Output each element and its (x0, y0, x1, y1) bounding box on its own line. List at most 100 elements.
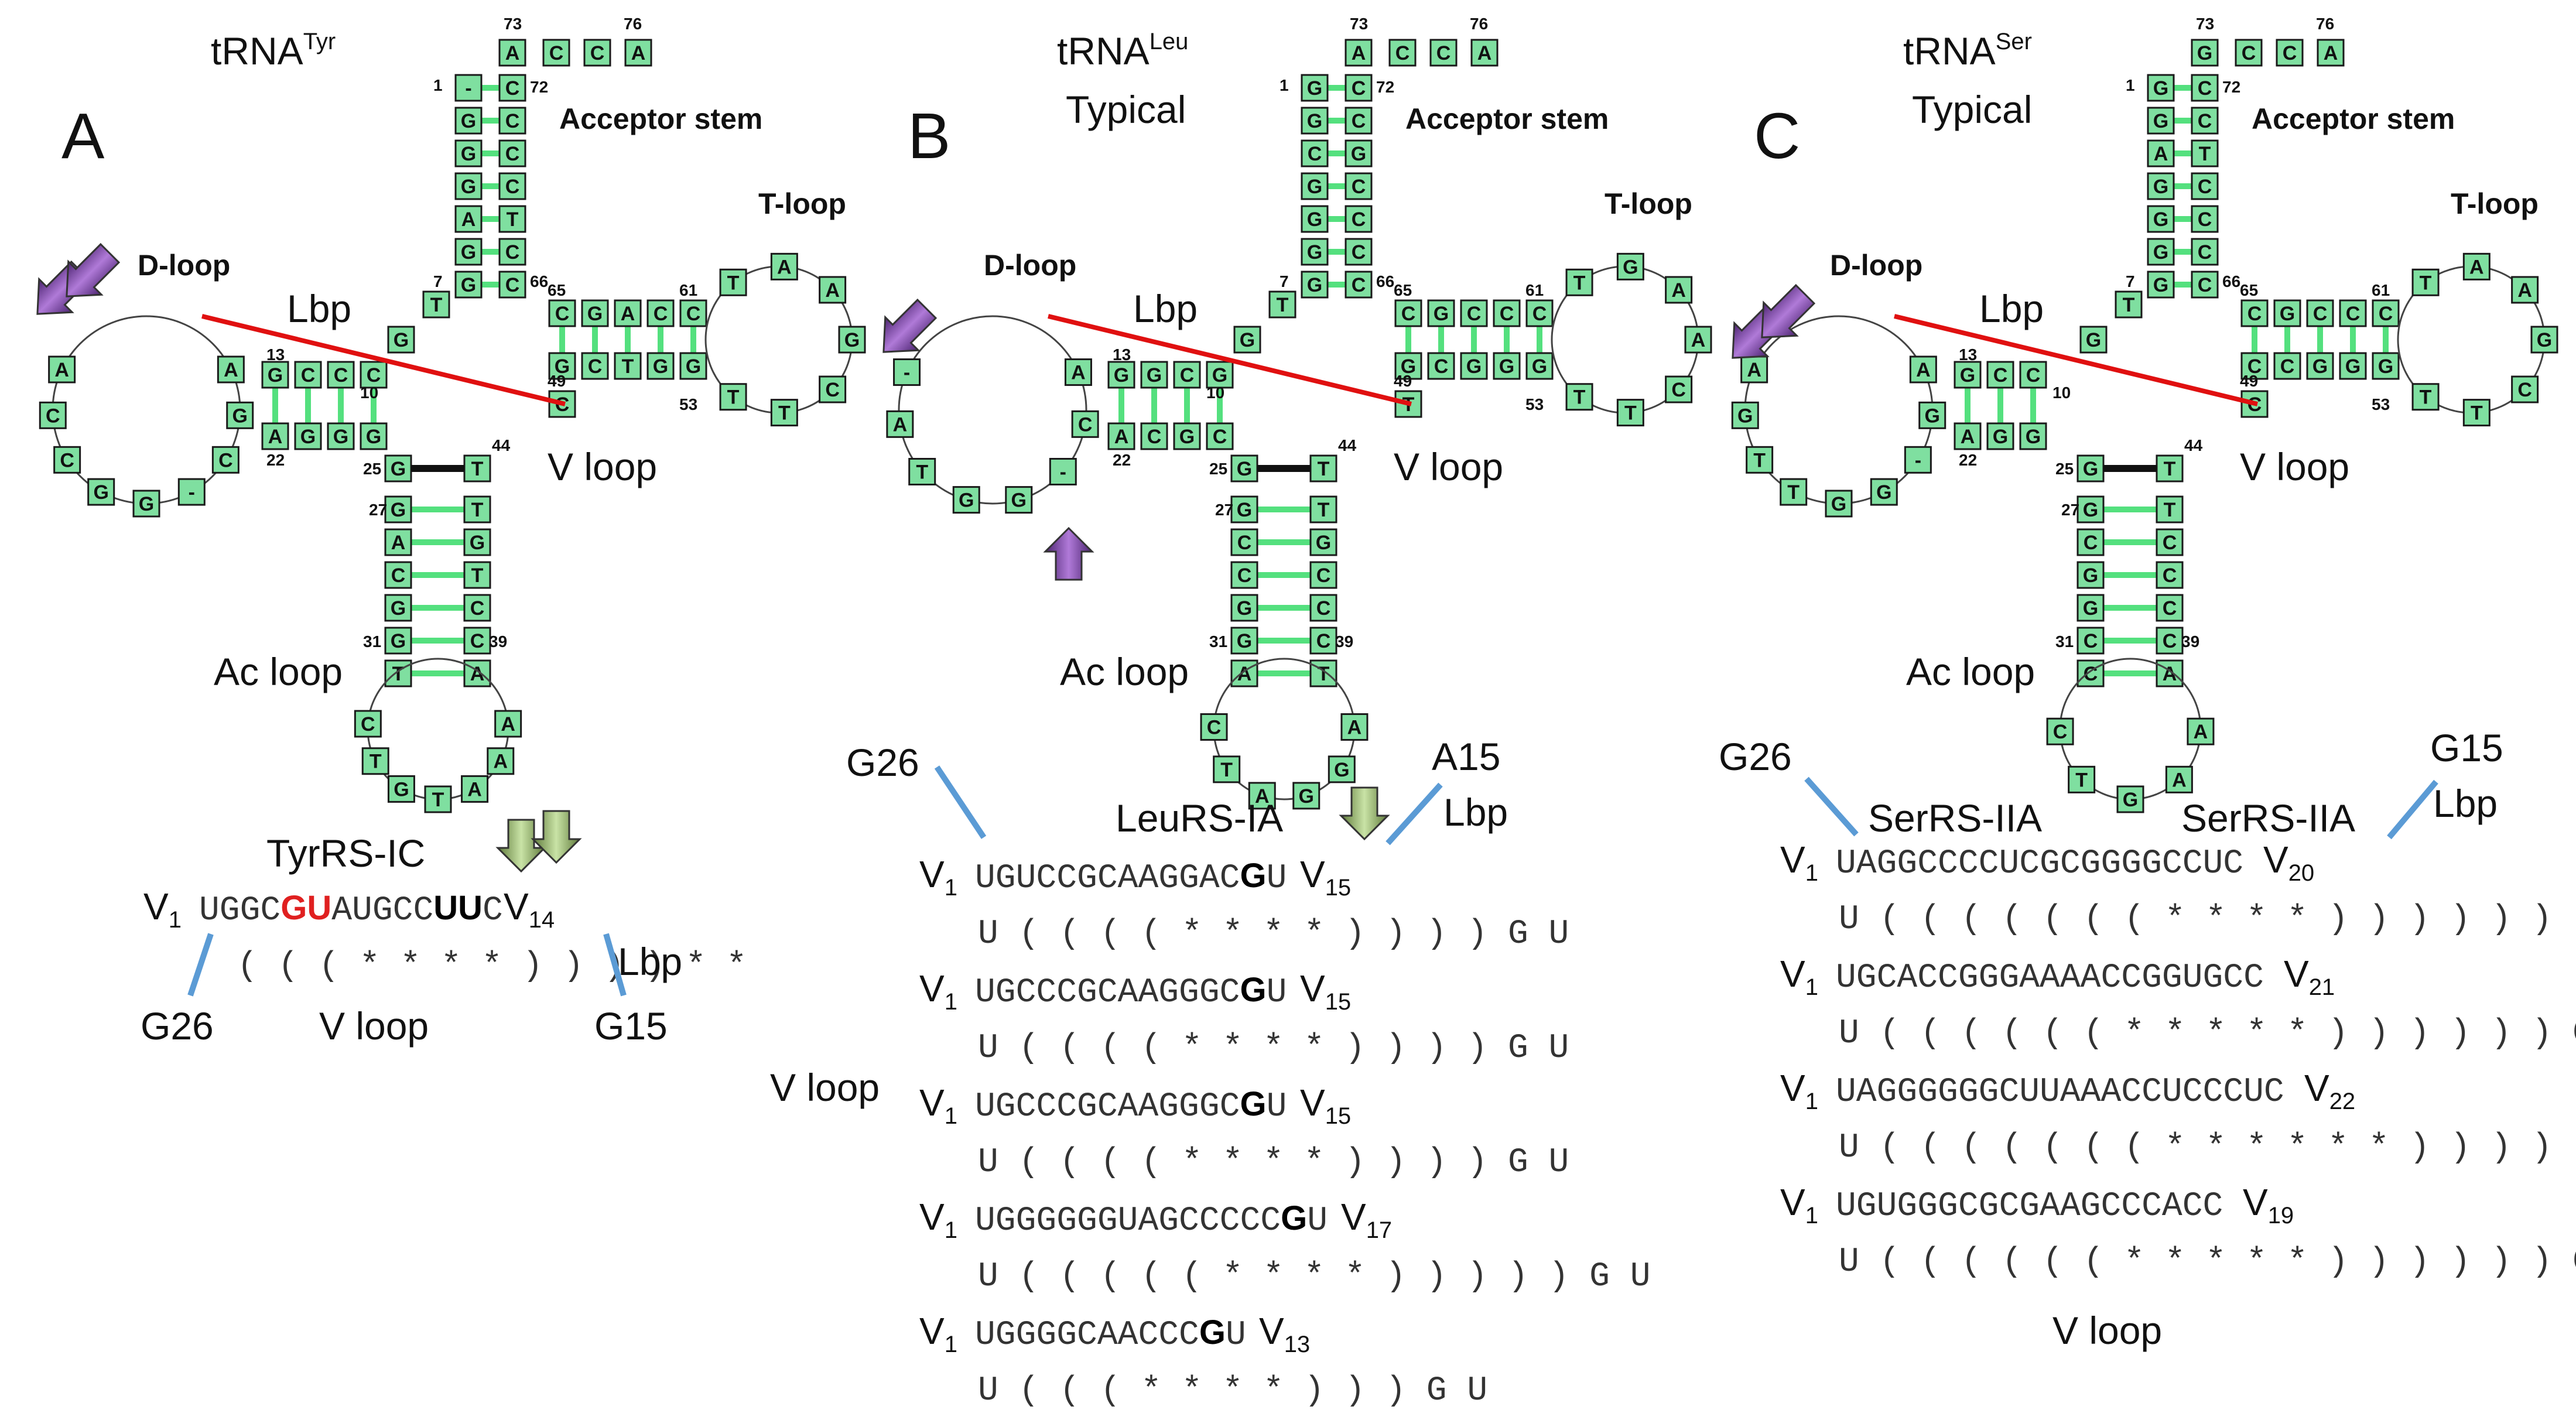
nucleotide: T (719, 268, 747, 296)
nucleotide-box (614, 299, 642, 327)
nucleotide-box (1107, 361, 1135, 389)
nucleotide-letter: C (2247, 303, 2262, 325)
nucleotide: T (1268, 290, 1296, 319)
nucleotide: G (838, 326, 866, 354)
nucleotide-box (1005, 486, 1033, 514)
nucleotide-box (614, 352, 642, 380)
nucleotide-box (1233, 326, 1261, 354)
seq-v-end: V13 (1259, 1310, 1310, 1357)
nucleotide: G (1301, 271, 1329, 299)
nucleotide-box (2191, 271, 2219, 299)
nucleotide-letter: C (2517, 379, 2532, 401)
nucleotide: G (327, 422, 355, 450)
nucleotide: C (2156, 528, 2184, 556)
seq-v-start: V1 (919, 967, 957, 1015)
nucleotide: A (2156, 659, 2184, 687)
nucleotide: C (463, 594, 491, 622)
nucleotide-box (327, 422, 355, 450)
nucleotide: T (463, 495, 491, 523)
nucleotide-box (1301, 172, 1329, 200)
nucleotide-box (770, 252, 798, 280)
nucleotide: T (770, 399, 798, 427)
nucleotide-letter: G (2537, 329, 2552, 351)
pos-22: 22 (1113, 451, 1131, 469)
nucleotide-box (908, 457, 936, 485)
nucleotide-box (2076, 528, 2105, 556)
nucleotide-letter: T (1573, 386, 1586, 409)
nucleotide: C (2240, 352, 2269, 380)
nucleotide-letter: G (1147, 364, 1162, 386)
nucleotide: C (2273, 352, 2301, 380)
nucleotide: G (294, 422, 322, 450)
nucleotide: C (498, 74, 526, 102)
nucleotide: G (952, 486, 980, 514)
nucleotide: A (2462, 252, 2491, 280)
anchor-left: G26 (846, 741, 919, 784)
seq-v-start: V1 (919, 1082, 957, 1129)
nucleotide-letter: C (2163, 597, 2177, 620)
nucleotide-box (498, 74, 526, 102)
nucleotide-box (1230, 495, 1258, 523)
nucleotide-letter: G (1499, 355, 1514, 378)
nucleotide-box (327, 361, 355, 389)
label-tloop: T-loop (758, 187, 846, 220)
nucleotide-box (2339, 299, 2367, 327)
nucleotide-box (952, 486, 980, 514)
nucleotide-letter: A (631, 42, 646, 64)
nucleotide-box (261, 422, 289, 450)
nucleotide-letter: A (2517, 279, 2532, 302)
nucleotide: G (454, 271, 483, 299)
pos-53: 53 (2372, 395, 2390, 413)
nucleotide-letter: A (54, 359, 69, 381)
nucleotide-box (2147, 139, 2175, 167)
nucleotide: C (1345, 205, 1373, 233)
nucleotide-letter: G (461, 176, 476, 198)
nucleotide-letter: T (1277, 294, 1289, 316)
nucleotide-letter: G (1876, 481, 1891, 504)
nucleotide-box (1328, 755, 1356, 783)
nucleotide-letter: G (2153, 110, 2168, 132)
nucleotide-box (2068, 765, 2096, 793)
arrow-diagonal-icon (1761, 283, 1816, 338)
nucleotide-letter: C (588, 355, 603, 378)
nucleotide: A (487, 747, 515, 775)
nucleotide-letter: C (2379, 303, 2393, 325)
nucleotide-letter: C (686, 303, 701, 325)
seq-text: UAGGCCCCUCGCGGGGCCUC (1836, 845, 2243, 883)
nucleotide-box (770, 399, 798, 427)
nucleotide-letter: C (2242, 42, 2256, 64)
pos-44: 44 (2184, 436, 2203, 454)
nucleotide-letter: - (1915, 449, 1921, 471)
nucleotide-letter: C (2084, 532, 2098, 554)
label-acloop: Ac loop (214, 650, 343, 693)
nucleotide-letter: G (268, 364, 283, 386)
nucleotide-box (226, 401, 254, 429)
nucleotide: G (1328, 755, 1356, 783)
nucleotide-box (1525, 299, 1554, 327)
pos-10: 10 (360, 384, 378, 402)
nucleotide-box (583, 39, 611, 67)
nucleotide: C (583, 39, 611, 67)
nucleotide: G (2191, 39, 2219, 67)
nucleotide-letter: C (1395, 42, 1410, 64)
seq-v-start: V1 (1780, 953, 1818, 1000)
nucleotide-box (384, 594, 412, 622)
nucleotide-letter: T (622, 355, 634, 378)
nucleotide: T (463, 454, 491, 483)
nucleotide-box (2076, 495, 2105, 523)
nucleotide: G (1345, 139, 1373, 167)
nucleotide-letter: A (1671, 279, 1686, 302)
arrow-shape (66, 242, 121, 297)
nucleotide-letter: G (2153, 208, 2168, 231)
seq-text: UGGCGUAUGCCUUC (199, 889, 503, 930)
pos-39: 39 (1335, 632, 1353, 651)
nucleotide: C (542, 39, 570, 67)
nucleotide: A (1345, 39, 1373, 67)
nucleotide-box (2411, 268, 2440, 296)
nucleotide-letter: G (1237, 597, 1252, 620)
nucleotide: C (548, 299, 576, 327)
nucleotide: G (1493, 352, 1521, 380)
nucleotide-letter: C (2198, 241, 2212, 264)
